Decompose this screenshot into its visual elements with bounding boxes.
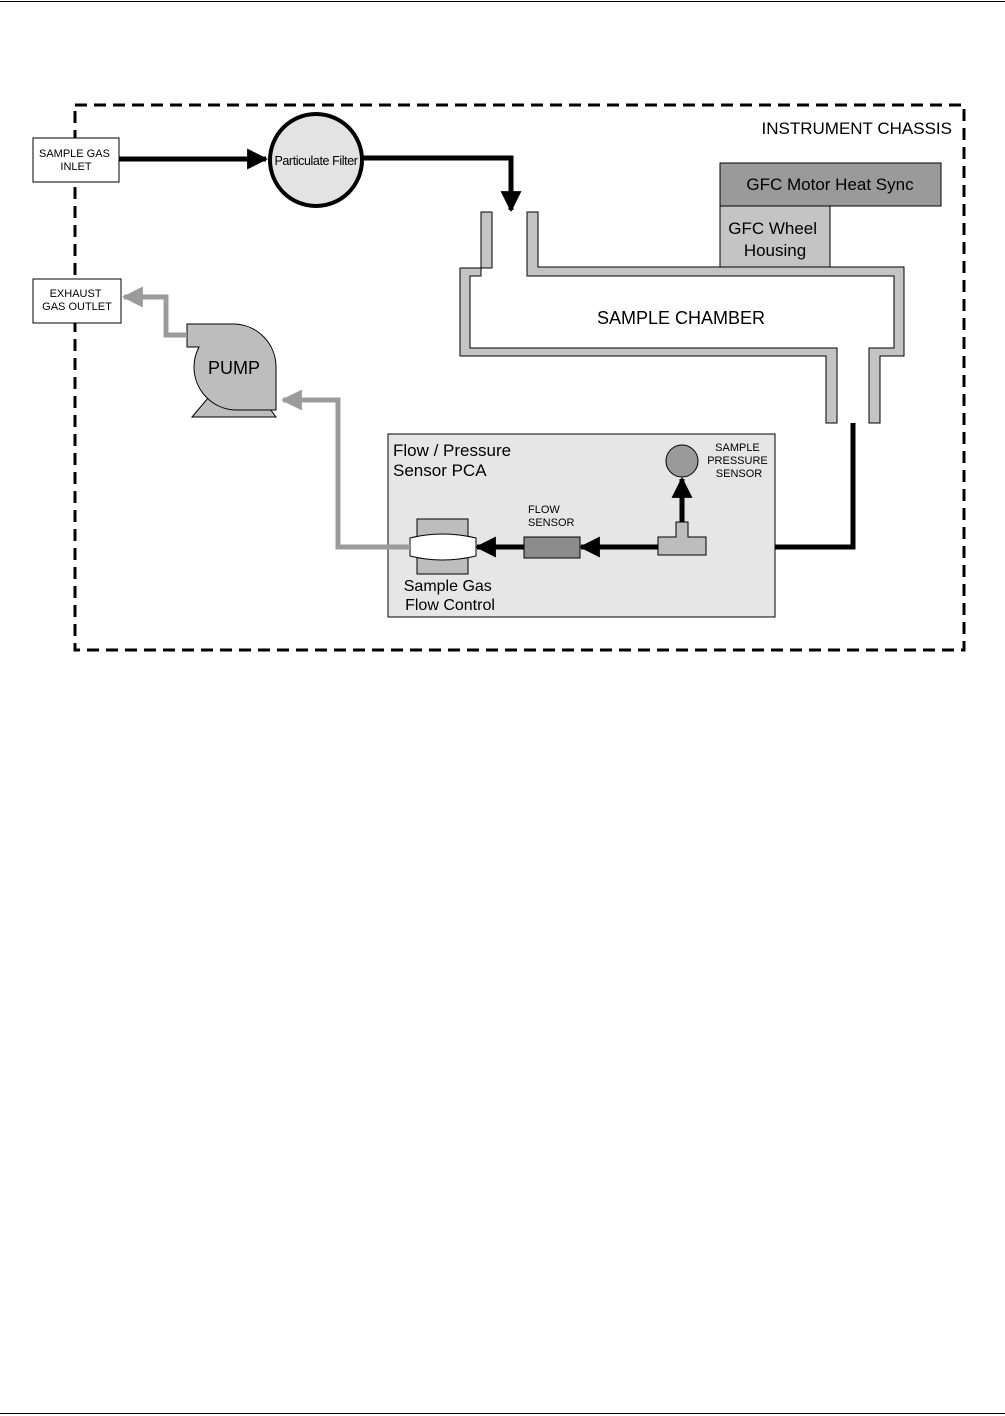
chassis-label: INSTRUMENT CHASSIS — [762, 119, 953, 138]
sample-pressure-sensor — [665, 444, 699, 478]
pca-title-line-2: Sensor PCA — [393, 461, 487, 480]
bottom-rule — [0, 1413, 1005, 1414]
flow-sensor-label-line-2: SENSOR — [528, 517, 575, 529]
flow-control-orifice — [409, 533, 477, 561]
wheel-housing-label-line-2: Housing — [744, 241, 806, 260]
sample-gas-inlet-box — [32, 137, 120, 183]
flow-sensor — [523, 536, 581, 559]
instrument-chassis-boundary — [73, 103, 966, 652]
pressure-sensor-label-line-2: PRESSURE — [707, 455, 768, 467]
flow-control-label: Sample Gas Flow Control — [404, 578, 497, 614]
pressure-sensor-label: SAMPLE PRESSURE SENSOR — [707, 442, 771, 480]
chamber-label: SAMPLE CHAMBER — [597, 308, 765, 328]
exhaust-gas-outlet-box — [32, 278, 122, 324]
heat-sync-label: GFC Motor Heat Sync — [746, 175, 914, 194]
pressure-sensor-label-line-3: SENSOR — [716, 468, 763, 480]
wheel-housing-label-line-1: GFC Wheel — [728, 219, 817, 238]
inlet-label: SAMPLE GAS INLET — [39, 148, 113, 173]
pressure-sensor-label-line-1: SAMPLE — [715, 442, 760, 454]
tee-fitting — [657, 521, 707, 556]
chamber-interior — [471, 277, 893, 347]
pca-title-line-1: Flow / Pressure — [393, 441, 511, 460]
flow-control-label-line-2: Flow Control — [405, 597, 495, 614]
flow-control-label-line-1: Sample Gas — [404, 578, 492, 595]
flow-sensor-label-line-1: FLOW — [528, 504, 560, 516]
flow-pressure-sensor-pca — [387, 433, 776, 618]
filter-to-chamber-flow-arrow — [362, 155, 522, 213]
inlet-label-line-1: SAMPLE GAS — [39, 148, 110, 160]
exhaust-label: EXHAUST GAS OUTLET — [42, 288, 112, 313]
pca-title: Flow / Pressure Sensor PCA — [393, 441, 516, 480]
top-rule — [0, 1, 1005, 2]
inlet-label-line-2: INLET — [60, 161, 91, 173]
exhaust-label-line-2: GAS OUTLET — [42, 301, 112, 313]
filter-label: Particulate Filter — [274, 154, 357, 168]
flow-sensor-label: FLOW SENSOR — [528, 504, 575, 529]
exhaust-label-line-1: EXHAUST — [50, 288, 102, 300]
wheel-housing-label: GFC Wheel Housing — [728, 219, 822, 260]
pump-to-exhaust-arrow — [121, 286, 187, 338]
pump-label: PUMP — [208, 358, 260, 378]
control-to-pump-exhaust-arrow — [280, 389, 410, 550]
pump-body — [186, 323, 277, 411]
